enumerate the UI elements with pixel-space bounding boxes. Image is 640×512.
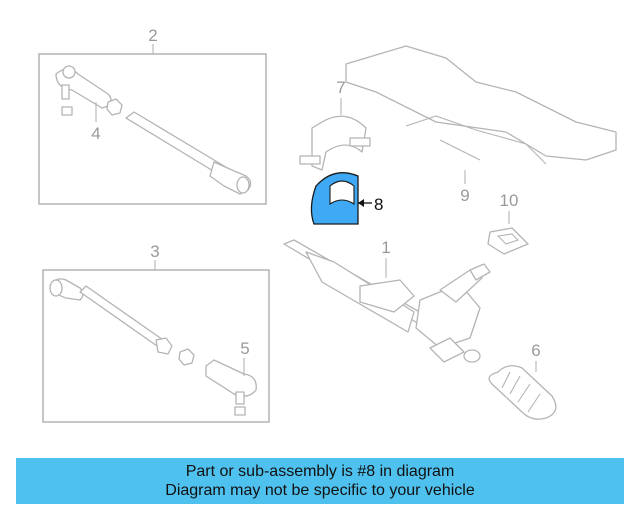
callout-3: 3 <box>150 242 159 261</box>
nut-part <box>61 106 73 116</box>
part-1-steering-rack: 1 <box>283 238 491 363</box>
info-banner: Part or sub-assembly is #8 in diagram Di… <box>16 458 624 504</box>
rack-mount-part <box>359 279 415 313</box>
group-2-tie-rod: 2 4 <box>38 26 267 205</box>
inner-tie-rod-part-3 <box>79 285 167 349</box>
part-9-crossmember: 9 <box>345 45 617 205</box>
part-6-boot: 6 <box>488 341 557 420</box>
callout-5: 5 <box>240 339 249 358</box>
part-8-bushing: 8 <box>310 172 383 225</box>
callout-8: 8 <box>374 195 383 214</box>
group-3-frame <box>42 269 270 423</box>
banner-line-1: Part or sub-assembly is #8 in diagram <box>185 463 455 480</box>
callout-4: 4 <box>91 124 100 143</box>
tie-rod-end-part-5 <box>205 359 257 397</box>
jam-nut-part <box>106 98 123 116</box>
clamp-part <box>311 115 367 171</box>
callout-7: 7 <box>336 78 345 97</box>
mount-part <box>487 227 529 255</box>
jam-nut-part-3 <box>178 348 195 366</box>
callout-9: 9 <box>460 186 469 205</box>
crossmember-part <box>345 45 617 161</box>
boot-part <box>488 365 557 420</box>
callout-10: 10 <box>500 191 519 210</box>
callout-6: 6 <box>531 341 540 360</box>
group-3-tie-rod: 3 5 <box>42 242 270 423</box>
callout-2: 2 <box>148 26 157 45</box>
callout-1: 1 <box>381 238 390 257</box>
banner-line-2: Diagram may not be specific to your vehi… <box>165 482 475 499</box>
parts-diagram: 2 4 3 5 7 <box>38 26 617 423</box>
part-7-clamp: 7 <box>299 78 371 171</box>
part-10-mount: 10 <box>487 191 529 255</box>
